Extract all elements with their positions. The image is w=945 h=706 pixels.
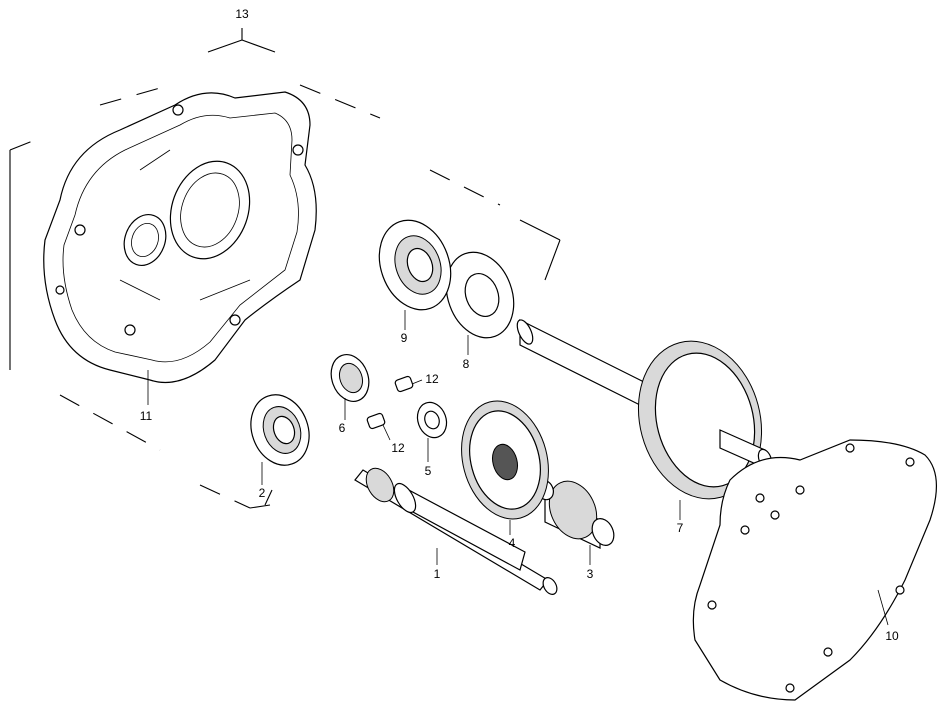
callout-9: 9 <box>401 331 408 345</box>
callout-8: 8 <box>463 357 470 371</box>
bearing-left <box>250 394 310 466</box>
callout-1: 1 <box>434 567 441 581</box>
transmission-case <box>43 91 317 384</box>
callout-4: 4 <box>509 536 516 550</box>
callout-7: 7 <box>677 521 684 535</box>
callout-10: 10 <box>885 629 899 643</box>
assembly-bracket-lines <box>9 28 561 509</box>
callout-5: 5 <box>425 464 432 478</box>
gasket <box>692 439 938 701</box>
small-pinion <box>536 479 615 549</box>
main-shaft <box>354 467 558 595</box>
pin-lower <box>366 412 386 430</box>
leader-lines <box>147 310 889 626</box>
small-bearing <box>330 354 370 402</box>
callout-12-lower: 12 <box>391 441 405 455</box>
callout-6: 6 <box>339 421 346 435</box>
callout-12-upper: 12 <box>425 372 439 386</box>
washer <box>416 401 448 439</box>
oil-seal <box>445 251 515 339</box>
pin-upper <box>394 375 414 393</box>
callout-11: 11 <box>140 409 153 423</box>
large-bearing <box>378 219 452 311</box>
final-gear-shaft <box>516 319 773 500</box>
callout-3: 3 <box>587 567 594 581</box>
medium-gear <box>461 400 549 520</box>
callout-13: 13 <box>235 7 249 21</box>
callout-2: 2 <box>259 486 266 500</box>
